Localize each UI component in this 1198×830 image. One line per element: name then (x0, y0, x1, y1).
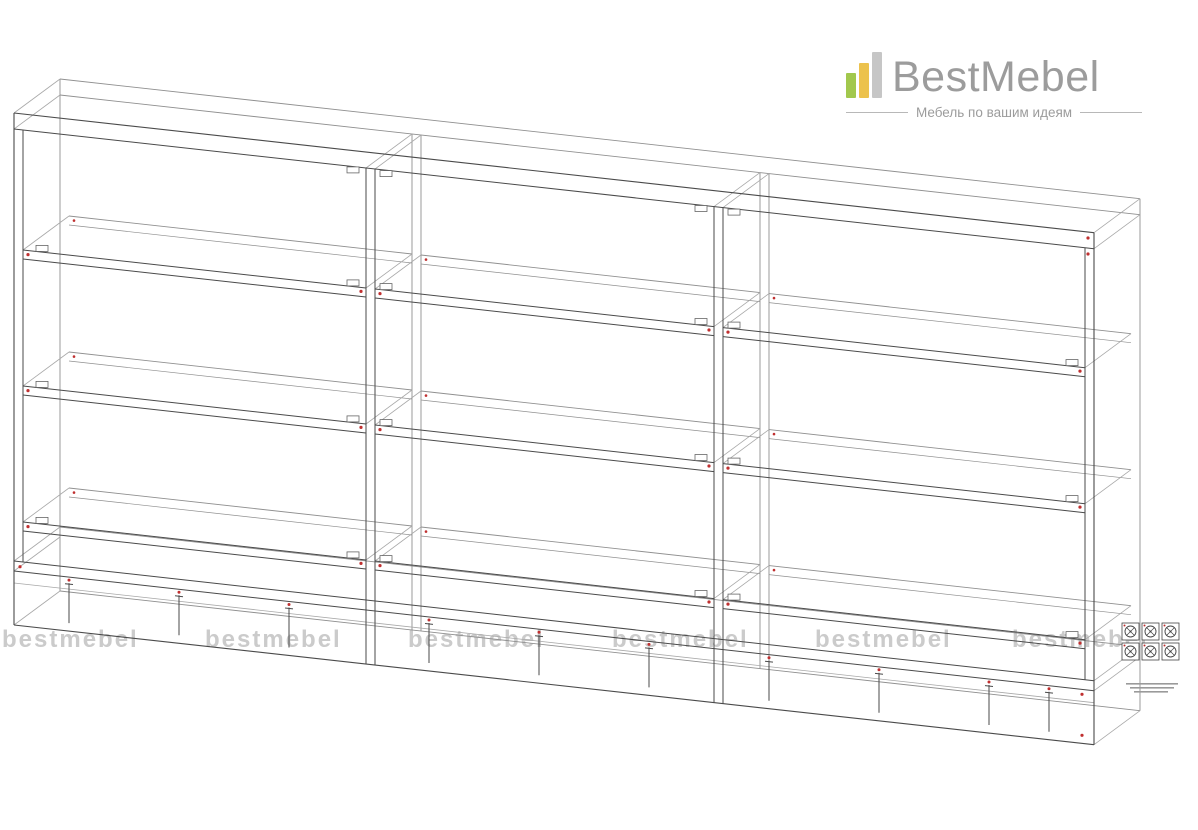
logo-bar-yellow-icon (859, 63, 869, 98)
wireframe-back-lines (59, 78, 1141, 712)
hardware-detail-drawing (1121, 622, 1180, 693)
tagline-divider-right (1080, 112, 1143, 113)
brand-tagline: Мебель по вашим идеям (915, 105, 1073, 120)
shelf-connector-tabs (35, 166, 1079, 638)
brand-name: BestMebel (892, 53, 1100, 102)
tagline-divider-left (846, 112, 908, 113)
logo-bar-gray-icon (872, 52, 882, 98)
logo-bar-green-icon (846, 73, 856, 98)
watermark-text: bestmebel (2, 626, 139, 653)
watermark-text: bestmebel (815, 626, 952, 653)
wireframe-front-lines (13, 112, 1095, 746)
brand-tagline-row: Мебель по вашим идеям (846, 105, 1143, 120)
wireframe-depth-lines (13, 78, 1141, 746)
red-connector-markers (18, 219, 1090, 737)
base-screws (64, 583, 1054, 732)
brand-logo-bars-icon (846, 52, 882, 98)
brand-logo: BestMebel Мебель по вашим идеям (846, 52, 1143, 120)
brand-logo-row: BestMebel (846, 52, 1142, 102)
